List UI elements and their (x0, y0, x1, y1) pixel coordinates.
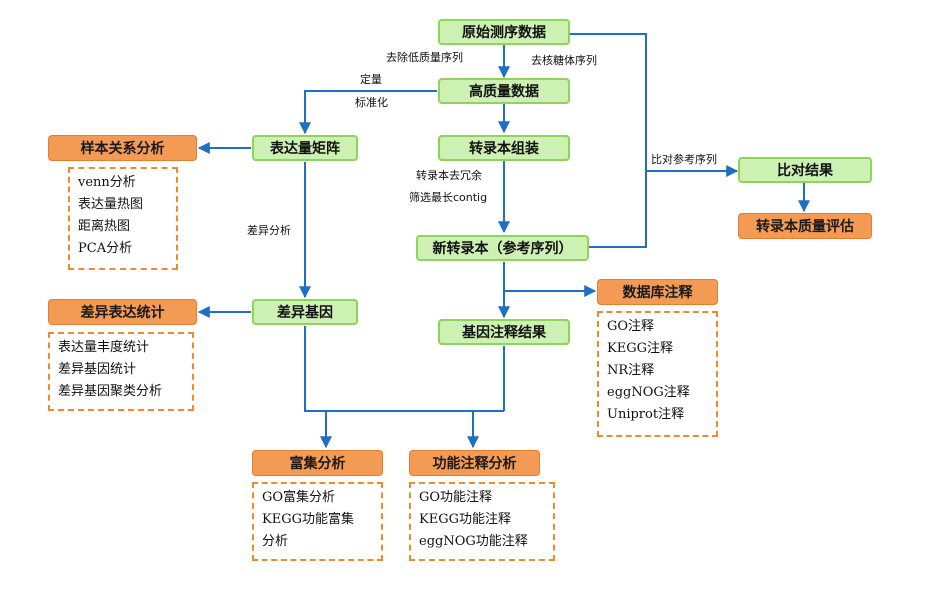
list-item: 差异基因统计 (58, 362, 137, 377)
database-annotation-list: GO注释 KEGG注释 NR注释 eggNOG注释 Uniprot注释 (597, 311, 718, 437)
high-quality-data-node: 高质量数据 (438, 78, 570, 104)
list-item: Uniprot注释 (607, 407, 685, 422)
list-item: 距离热图 (78, 219, 131, 234)
edge-label-filter-longest: 筛选最长contig (409, 191, 488, 204)
alignment-results-node: 比对结果 (738, 157, 872, 183)
list-item: KEGG功能注释 (419, 512, 511, 527)
transcript-assembly-node: 转录本组装 (438, 135, 570, 161)
list-item: eggNOG功能注释 (419, 534, 528, 549)
list-item: 分析 (262, 534, 289, 549)
enrichment-list: GO富集分析 KEGG功能富集 分析 (252, 482, 383, 561)
functional-annotation-node: 功能注释分析 (409, 450, 540, 476)
list-item: KEGG功能富集 (262, 512, 354, 527)
list-item: eggNOG注释 (607, 385, 690, 400)
expression-matrix-node: 表达量矩阵 (252, 135, 358, 161)
edge-label-diff-analysis: 差异分析 (247, 224, 291, 237)
diff-genes-node: 差异基因 (252, 299, 358, 325)
database-annotation-node: 数据库注释 (597, 279, 718, 305)
edge-label-dedup: 转录本去冗余 (416, 169, 482, 182)
enrichment-node: 富集分析 (252, 450, 383, 476)
list-item: 表达量丰度统计 (58, 340, 150, 355)
list-item: 表达量热图 (78, 197, 144, 212)
list-item: venn分析 (78, 175, 136, 190)
edge-label-remove-rrna: 去核糖体序列 (531, 54, 597, 67)
list-item: GO注释 (607, 319, 655, 334)
functional-annotation-list: GO功能注释 KEGG功能注释 eggNOG功能注释 (409, 482, 555, 561)
sample-relation-list: venn分析 表达量热图 距离热图 PCA分析 (68, 167, 178, 270)
list-item: NR注释 (607, 363, 655, 378)
edge-label-remove-low-quality: 去除低质量序列 (386, 51, 463, 64)
list-item: KEGG注释 (607, 341, 673, 356)
sample-relation-node: 样本关系分析 (48, 135, 197, 161)
list-item: GO功能注释 (419, 490, 493, 505)
new-transcripts-node: 新转录本（参考序列） (416, 235, 589, 261)
list-item: 差异基因聚类分析 (58, 384, 163, 399)
diff-expression-list: 表达量丰度统计 差异基因统计 差异基因聚类分析 (48, 332, 194, 411)
gene-annotation-node: 基因注释结果 (438, 319, 570, 345)
diff-expression-stats-node: 差异表达统计 (48, 299, 197, 325)
transcript-quality-node: 转录本质量评估 (738, 213, 872, 239)
raw-data-node: 原始测序数据 (438, 19, 570, 45)
edge-label-normalize: 标准化 (355, 96, 388, 109)
edge-label-quantify: 定量 (360, 73, 382, 86)
list-item: PCA分析 (78, 241, 133, 256)
list-item: GO富集分析 (262, 490, 336, 505)
edge-label-align-reference: 比对参考序列 (651, 153, 717, 166)
